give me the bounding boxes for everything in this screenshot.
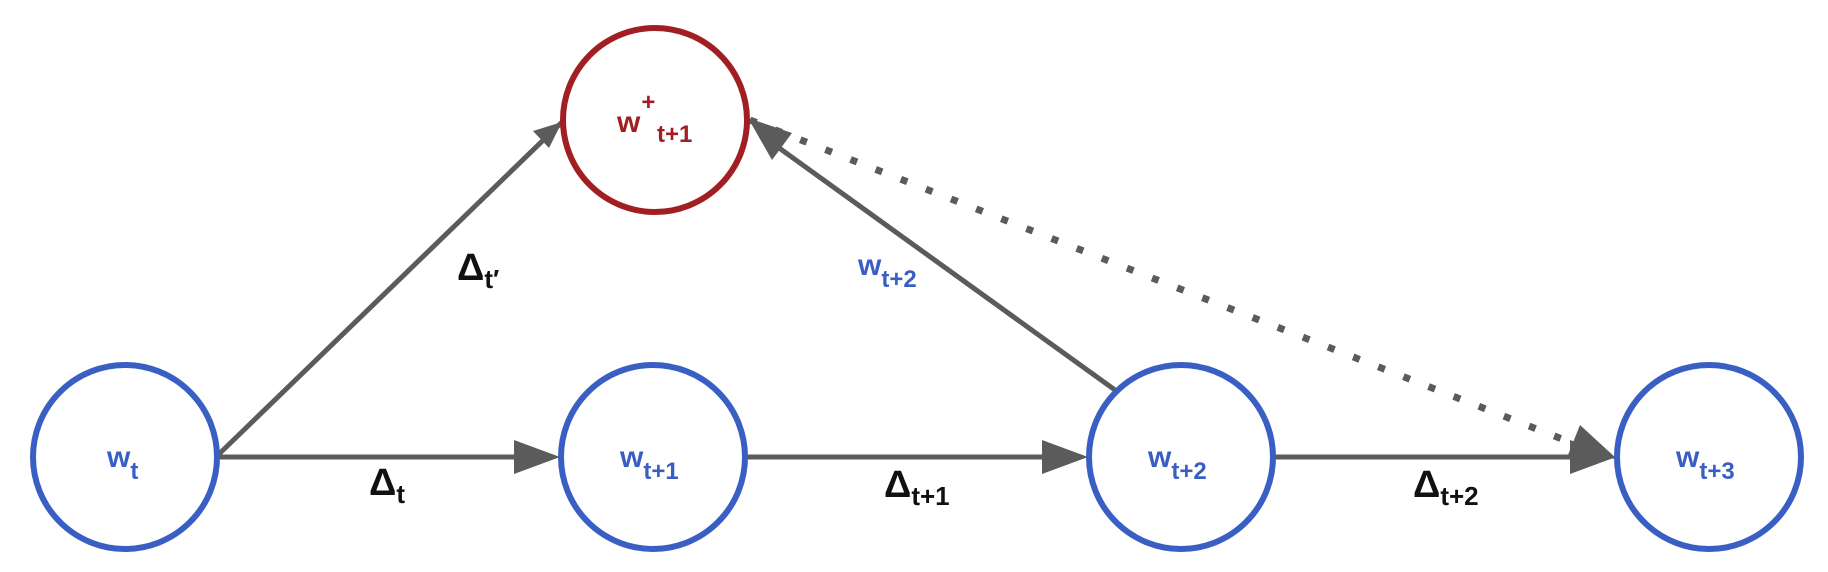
arrowhead-wt-to-wplus [533,122,562,148]
node-label-w-t3: wt+3 [1675,441,1735,485]
node-label-w-t1: wt+1 [619,441,679,485]
edge-labels: Δt Δt+1 Δt+2 Δt′ wt+2 [369,247,1479,511]
node-label-w-t: wt [106,441,138,485]
edge-label-delta-t2: Δt+2 [1413,464,1479,511]
arrowhead-wt2-to-wplus [748,118,792,160]
node-w-t2 [1086,362,1276,552]
node-w-plus-t1 [560,25,750,215]
nodes [30,25,1804,552]
arrowhead-wt1-to-wt2 [1042,440,1088,474]
edge-label-w-t2: wt+2 [857,249,917,293]
node-w-t1 [558,362,748,552]
arrowhead-wt-to-wt1 [514,440,560,474]
edge-wt-to-wplus [216,120,564,457]
edge-label-delta-t: Δt [369,462,405,509]
edge-label-delta-t1: Δt+1 [884,464,950,511]
edge-label-delta-t-prime: Δt′ [457,247,499,294]
edges [216,116,1617,474]
node-label-w-t2: wt+2 [1147,441,1207,485]
arrowhead-dotted-wplus-to-wt3 [1568,425,1617,459]
node-label-w-plus-t1: w+t+1 [616,89,692,148]
node-labels: wt wt+1 wt+2 wt+3 w+t+1 [106,89,1735,485]
node-w-t3 [1614,362,1804,552]
edge-wt2-to-wplus [773,142,1117,393]
node-w-t [30,362,220,552]
